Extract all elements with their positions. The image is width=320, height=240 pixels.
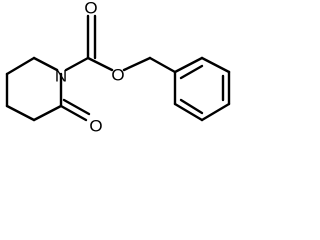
bond-c2-o-double-a [59,104,88,122]
bond-ar-inner-c [179,98,204,115]
bond-ar-4 [200,102,231,122]
benzene-ring [173,56,231,122]
chemical-structure-diagram: N O O O [5,0,231,135]
bond-carbonyl-c-ester-o [86,56,114,72]
bond-ar-1 [173,56,204,74]
atom-label-lactam-oxygen: O [89,116,102,135]
bond-ar-inner-a [179,64,204,80]
atom-label-nitrogen: N [55,66,67,85]
bond-n-carbonyl-c [64,56,90,72]
bond-ester-o-ch2 [122,56,152,72]
atom-label-carbamate-oxygen: O [84,0,97,17]
bond-ch2-phenyl [148,56,177,74]
piperidinone-ring [5,56,63,122]
bond-c6-n [32,56,59,72]
atom-label-ester-oxygen: O [111,65,124,84]
bond-c5-c6 [5,56,36,76]
bond-c2-o-double-b [62,98,91,116]
lactam-carbonyl [59,98,91,122]
carbamate-group [64,14,177,74]
bond-ar-2 [200,56,231,74]
bond-ar-5 [173,102,204,122]
bond-c2-c3 [32,104,63,122]
bond-c3-c4 [5,104,36,122]
